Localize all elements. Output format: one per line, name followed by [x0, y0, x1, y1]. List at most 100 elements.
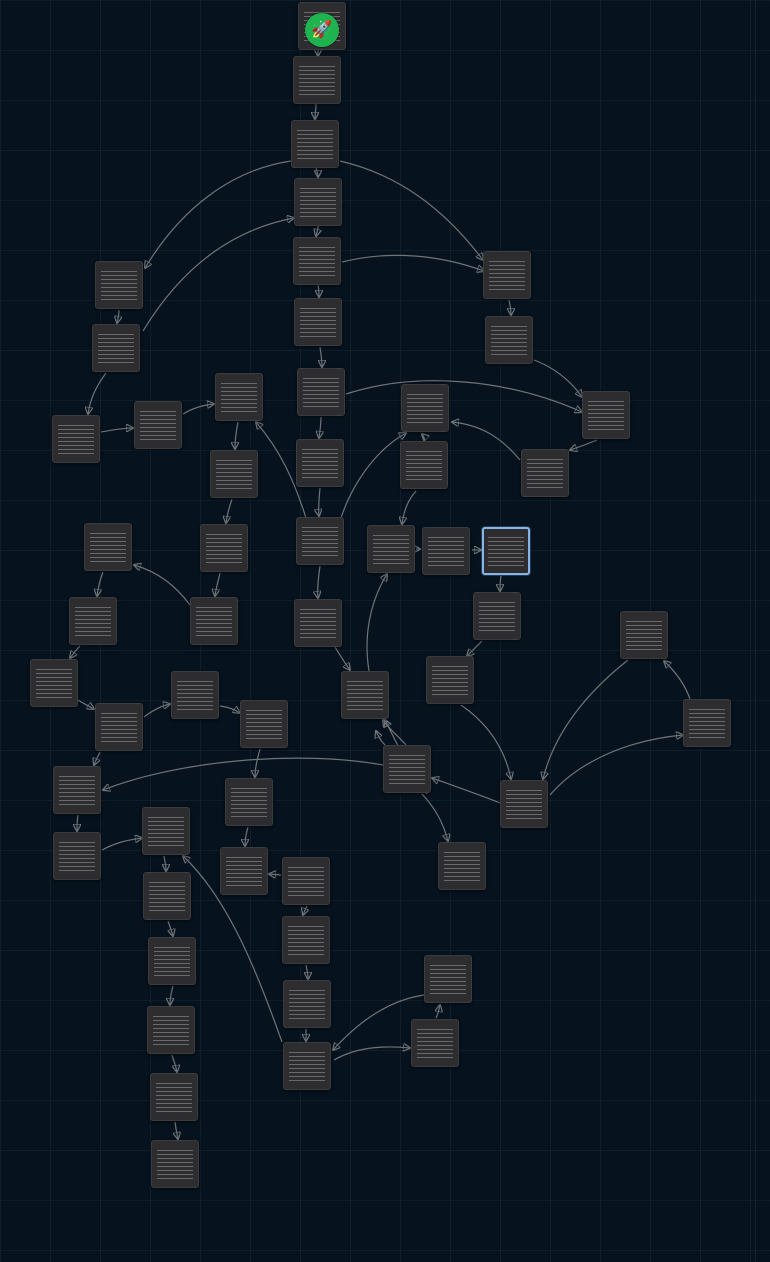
node-text-line — [488, 564, 524, 566]
flow-node[interactable] — [143, 872, 191, 920]
node-text-line — [149, 885, 185, 887]
flow-node-selected[interactable] — [482, 527, 530, 575]
node-text-line — [177, 684, 213, 686]
flow-node[interactable] — [293, 237, 341, 285]
node-text-line — [432, 693, 468, 695]
flow-node[interactable] — [210, 450, 258, 498]
node-text-line — [177, 680, 213, 682]
flow-node[interactable] — [282, 916, 330, 964]
node-text-line — [59, 841, 95, 843]
node-text-line — [101, 294, 137, 296]
flow-node[interactable] — [683, 699, 731, 747]
flow-node[interactable] — [150, 1073, 198, 1121]
node-text-line — [428, 548, 464, 550]
edge-connector — [432, 778, 501, 804]
flow-node[interactable] — [473, 592, 521, 640]
node-text-line — [303, 401, 339, 403]
flow-node[interactable] — [411, 1019, 459, 1067]
node-text-line — [101, 732, 137, 734]
edge-connector — [97, 571, 104, 596]
edge-connector — [143, 704, 170, 718]
flow-node[interactable] — [293, 56, 341, 104]
flow-node[interactable] — [142, 807, 190, 855]
flow-node[interactable] — [92, 324, 140, 372]
node-text-line — [98, 361, 134, 363]
node-text-line — [389, 778, 425, 780]
flow-node[interactable] — [521, 449, 569, 497]
flow-node[interactable] — [297, 368, 345, 416]
flow-node[interactable] — [200, 524, 248, 572]
flow-node[interactable] — [620, 611, 668, 659]
node-text-line — [444, 863, 480, 865]
node-text-line — [588, 404, 624, 406]
flow-node[interactable] — [95, 261, 143, 309]
flow-node[interactable] — [215, 373, 263, 421]
flow-node[interactable] — [53, 766, 101, 814]
flow-node[interactable] — [422, 527, 470, 575]
node-text-line — [417, 1040, 453, 1042]
flow-node[interactable] — [95, 703, 143, 751]
flow-node[interactable] — [282, 857, 330, 905]
edge-connector — [366, 574, 387, 672]
node-text-line — [389, 766, 425, 768]
flow-node[interactable] — [341, 671, 389, 719]
flow-node[interactable] — [582, 391, 630, 439]
flow-node[interactable] — [53, 832, 101, 880]
node-text-line — [177, 704, 213, 706]
node-text-line — [148, 816, 184, 818]
flow-node[interactable] — [367, 525, 415, 573]
flow-node[interactable] — [283, 1042, 331, 1090]
node-text-line — [347, 680, 383, 682]
node-text-line — [389, 770, 425, 772]
flow-node[interactable] — [240, 700, 288, 748]
flow-node[interactable] — [400, 441, 448, 489]
flow-node[interactable] — [294, 599, 342, 647]
node-text-line — [488, 536, 524, 538]
node-text-line — [288, 945, 324, 947]
flow-node[interactable] — [426, 656, 474, 704]
node-text-line — [98, 341, 134, 343]
node-text-line — [299, 89, 335, 91]
node-text-line — [626, 632, 662, 634]
flow-node[interactable] — [30, 659, 78, 707]
flow-node[interactable] — [296, 517, 344, 565]
flow-node[interactable] — [84, 523, 132, 571]
flow-node[interactable] — [283, 980, 331, 1028]
flow-node[interactable] — [151, 1140, 199, 1188]
node-text-line — [36, 696, 72, 698]
flow-node[interactable] — [69, 597, 117, 645]
flow-node[interactable] — [500, 780, 548, 828]
flow-node[interactable] — [220, 847, 268, 895]
node-text-line — [489, 276, 525, 278]
flow-node[interactable] — [294, 298, 342, 346]
flow-node[interactable] — [296, 439, 344, 487]
node-text-line — [527, 486, 563, 488]
flow-node[interactable] — [52, 415, 100, 463]
flow-node[interactable] — [401, 384, 449, 432]
flow-node[interactable] — [438, 842, 486, 890]
node-text-line — [373, 542, 409, 544]
edge-connector — [245, 826, 248, 846]
flow-node[interactable] — [424, 955, 472, 1003]
flow-node[interactable] — [148, 937, 196, 985]
flow-node[interactable] — [485, 316, 533, 364]
node-text-line — [300, 207, 336, 209]
flow-node[interactable] — [483, 251, 531, 299]
flow-node[interactable] — [383, 745, 431, 793]
node-text-line — [288, 886, 324, 888]
flow-node[interactable] — [147, 1006, 195, 1054]
node-text-line — [588, 420, 624, 422]
node-text-line — [153, 1019, 189, 1021]
node-text-line — [101, 274, 137, 276]
flow-node[interactable] — [294, 178, 342, 226]
edge-connector — [319, 487, 320, 516]
flow-node[interactable] — [190, 597, 238, 645]
flow-node[interactable] — [225, 778, 273, 826]
rocket-icon[interactable]: 🚀 — [305, 13, 339, 47]
node-text-line — [289, 1013, 325, 1015]
flow-node[interactable] — [291, 120, 339, 168]
flow-node[interactable] — [171, 671, 219, 719]
node-text-line — [407, 409, 443, 411]
flow-node[interactable] — [134, 401, 182, 449]
